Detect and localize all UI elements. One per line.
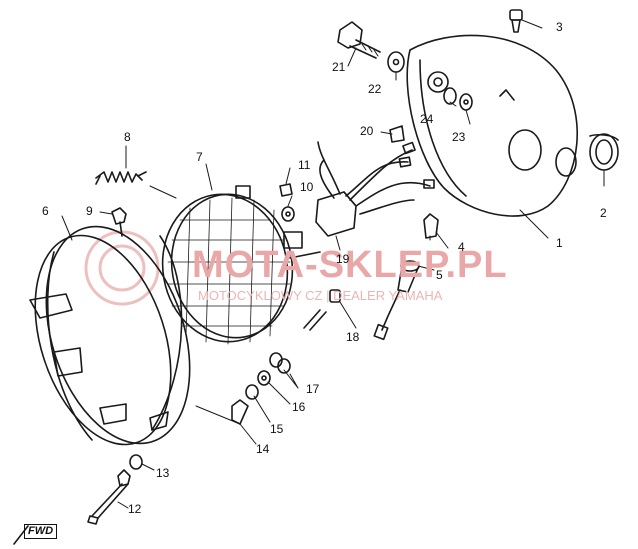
forward-arrow	[13, 525, 29, 545]
callout-17: 17	[306, 382, 320, 396]
screw-part-9	[111, 207, 127, 237]
callout-7: 7	[196, 150, 203, 164]
nut-part-15	[245, 384, 259, 400]
callout-3: 3	[556, 20, 563, 34]
callout-19: 19	[336, 252, 350, 266]
washer-part-22	[387, 51, 405, 73]
callout-4: 4	[458, 240, 465, 254]
bolt-part-12	[87, 469, 131, 525]
leader-lines	[61, 19, 605, 509]
callout-11: 11	[298, 158, 311, 172]
nut-part-23	[459, 93, 473, 111]
headlight-housing-part-1	[406, 34, 578, 217]
callout-24: 24	[420, 112, 434, 126]
nut-part-24	[443, 87, 457, 105]
connector-part-19	[315, 141, 435, 237]
watermark-sub: MOTOCYKLOWY CZ | DEALER YAMAHA	[198, 288, 443, 303]
callout-16: 16	[292, 400, 306, 414]
callout-23: 23	[452, 130, 466, 144]
callout-12: 12	[128, 502, 142, 516]
nut-part-17	[269, 352, 291, 374]
fwd-label: FWD	[24, 524, 58, 539]
watermark-logo	[84, 230, 160, 306]
washer-part-10	[281, 206, 295, 222]
callout-1: 1	[556, 236, 563, 250]
bracket-part-18	[303, 289, 341, 331]
callout-2: 2	[600, 206, 607, 220]
callout-8: 8	[124, 130, 131, 144]
callout-21: 21	[332, 60, 346, 74]
nut-part-13	[129, 454, 143, 470]
callout-15: 15	[270, 422, 284, 436]
socket-part-5	[373, 260, 420, 341]
callout-14: 14	[256, 442, 270, 456]
washer-part-16	[257, 370, 271, 386]
headlight-rim-part-6	[29, 225, 191, 446]
callout-20: 20	[360, 124, 374, 138]
bolt-part-21	[337, 21, 381, 59]
callout-22: 22	[368, 82, 382, 96]
nut-part-11	[279, 183, 293, 197]
callout-9: 9	[86, 204, 93, 218]
callout-6: 6	[42, 204, 49, 218]
callout-10: 10	[300, 180, 314, 194]
spacer-part-14	[231, 399, 249, 425]
callout-5: 5	[436, 268, 443, 282]
watermark-main: MOTA-SKLEP.PL	[192, 244, 508, 286]
bulb-part-4	[423, 213, 439, 239]
callout-13: 13	[156, 466, 170, 480]
spring-part-8	[95, 171, 147, 185]
screw-part-3	[509, 9, 523, 33]
grommet-part-2	[589, 133, 619, 171]
clip-part-20	[389, 125, 405, 143]
callout-18: 18	[346, 330, 360, 344]
sealed-beam-part-7	[161, 185, 321, 345]
